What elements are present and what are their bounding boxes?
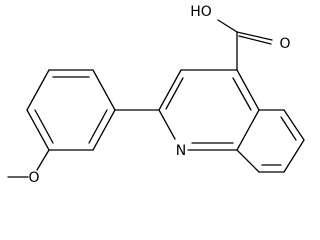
bond-ph-6-1-inner bbox=[88, 109, 108, 144]
pyridine-ring: N bbox=[158, 69, 260, 159]
methoxyphenyl-ring bbox=[26, 69, 116, 151]
atom-label-hydroxyl: HO bbox=[190, 4, 212, 20]
bond-ring-ether-oxygen bbox=[36, 149, 50, 171]
bond-c4a-c4 bbox=[236, 69, 260, 111]
atom-label-carbonyl-oxygen: O bbox=[279, 36, 290, 52]
bond-carboxyl-o-double-a bbox=[236, 31, 273, 41]
bond-carboxyl-o-double-b bbox=[238, 35, 272, 45]
bond-c4a-c4-inner bbox=[232, 77, 252, 111]
bond-ph-3-4 bbox=[26, 69, 50, 111]
bond-c6-c7 bbox=[283, 139, 305, 173]
bond-c3-c2 bbox=[158, 69, 182, 111]
bond-c8-c8a bbox=[236, 149, 260, 173]
methoxy-group: O bbox=[7, 149, 50, 186]
atom-label-ring-nitrogen: N bbox=[176, 143, 186, 159]
bond-ph-4-5 bbox=[26, 109, 50, 151]
bond-c5-c6-inner bbox=[280, 116, 297, 141]
carboxylic-acid-group: HO O bbox=[190, 4, 291, 71]
atom-label-ether-oxygen: O bbox=[28, 170, 39, 186]
chemical-structure-diagram: HO O N bbox=[7, 4, 305, 186]
bond-ph-6-1 bbox=[92, 109, 116, 151]
benzo-ring bbox=[236, 109, 305, 173]
bond-c2-n1 bbox=[158, 109, 176, 140]
bond-c3-c2-inner bbox=[165, 77, 184, 110]
bond-ph-4-5-inner bbox=[34, 109, 54, 144]
bond-ph-1-2 bbox=[92, 69, 116, 111]
bond-carboxyl-oh bbox=[217, 19, 238, 33]
bond-c5-c6 bbox=[283, 109, 305, 141]
bond-c8a-c4a bbox=[236, 109, 260, 151]
